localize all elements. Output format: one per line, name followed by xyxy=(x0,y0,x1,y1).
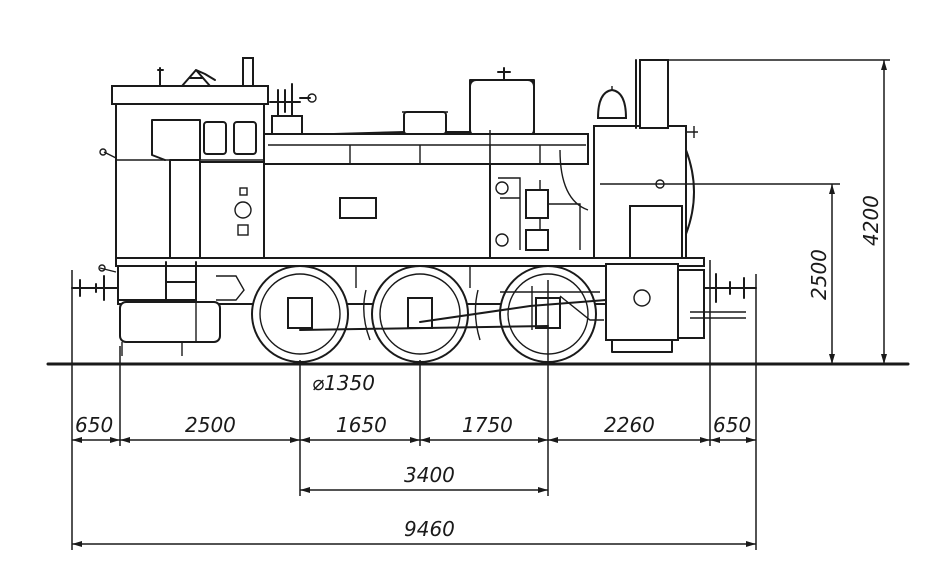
gauge-square-2 xyxy=(237,224,249,236)
rear-hook xyxy=(99,267,117,273)
dimension-lines xyxy=(71,59,890,550)
smokebox-rail xyxy=(686,126,698,138)
gauge-square-1 xyxy=(239,187,248,196)
steam-dome xyxy=(469,79,535,137)
gauge-circle xyxy=(234,201,252,219)
rear-legs xyxy=(121,342,183,356)
smokebox-front-step xyxy=(629,205,683,261)
label-axle1-axle2: 1650 xyxy=(336,413,387,437)
roof-vent xyxy=(181,69,216,87)
tank-plate xyxy=(339,197,377,219)
cab-roof xyxy=(111,85,269,105)
safety-valve-knob xyxy=(307,93,317,103)
label-total-length: 9460 xyxy=(404,517,455,541)
label-overall-height: 4200 xyxy=(859,195,883,246)
valve-gear xyxy=(500,286,604,330)
chimney xyxy=(639,59,669,129)
cab-window-1 xyxy=(203,121,227,155)
front-step xyxy=(611,339,673,353)
boiler-barrel xyxy=(263,133,589,165)
sand-box xyxy=(403,111,447,135)
injector-body-2 xyxy=(525,229,549,251)
label-rear-overhang: 650 xyxy=(713,413,751,437)
front-cylinder-box xyxy=(605,263,679,341)
boiler-pipe-down-1 xyxy=(349,145,541,164)
safety-valve xyxy=(269,83,311,135)
injector-valve xyxy=(495,181,509,195)
front-frame-end xyxy=(677,269,705,339)
locomotive xyxy=(71,57,757,363)
cab-window-2 xyxy=(233,121,257,155)
rear-buffer-beam xyxy=(117,265,167,301)
sand-pipe xyxy=(355,266,471,288)
arrows-row1 xyxy=(72,437,756,443)
rear-reservoir xyxy=(119,301,221,343)
coupling-rod xyxy=(299,325,549,331)
label-boiler-axis-height: 2500 xyxy=(807,249,831,300)
rear-buffer xyxy=(71,275,119,301)
smokebox-door xyxy=(685,149,695,235)
injector-valve-2 xyxy=(495,233,509,247)
cab-panel xyxy=(199,161,265,261)
label-wheelbase: 3400 xyxy=(404,463,455,487)
roof-whistle xyxy=(154,67,169,87)
dome-top xyxy=(497,67,511,81)
label-wheel-diameter: ⌀1350 xyxy=(312,371,375,395)
front-coupling xyxy=(690,311,746,319)
front-buffer xyxy=(703,273,757,303)
roof-lamp xyxy=(242,57,254,87)
connecting-rod xyxy=(419,299,607,323)
frame-detail xyxy=(216,275,245,301)
cylinder-cover-bolt xyxy=(633,289,651,307)
rear-hook-ring xyxy=(98,264,106,272)
wheel-1 xyxy=(251,265,349,363)
brake-shoes xyxy=(363,289,481,341)
injector-body xyxy=(525,189,549,219)
label-axle3-front: 2260 xyxy=(604,413,655,437)
label-front-overhang: 650 xyxy=(75,413,113,437)
wheel-2 xyxy=(371,265,469,363)
label-cab-to-axle1: 2500 xyxy=(185,413,236,437)
cab-handle-knob xyxy=(99,148,107,156)
smokebox-lamp xyxy=(596,88,628,119)
label-axle2-axle3: 1750 xyxy=(462,413,513,437)
